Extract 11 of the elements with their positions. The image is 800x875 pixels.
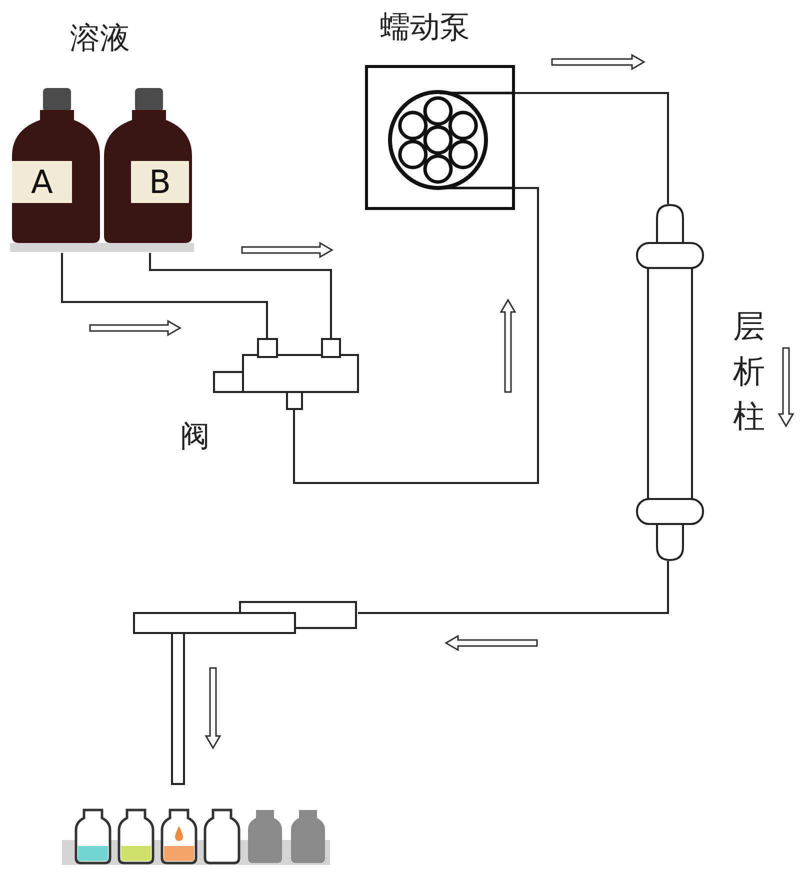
solution-label: 溶液 — [70, 24, 130, 54]
tubing-line — [61, 253, 268, 338]
pump-label: 蠕动泵 — [380, 13, 470, 43]
tubing-line — [149, 253, 332, 338]
valve-label: 阀 — [180, 422, 210, 452]
bottle-label: A — [12, 161, 72, 203]
tubing-line — [358, 561, 669, 614]
column-label: 层析柱 — [732, 306, 766, 437]
tubing-line — [293, 187, 539, 484]
bottle-label: B — [131, 161, 189, 203]
tubing-line — [515, 92, 669, 204]
